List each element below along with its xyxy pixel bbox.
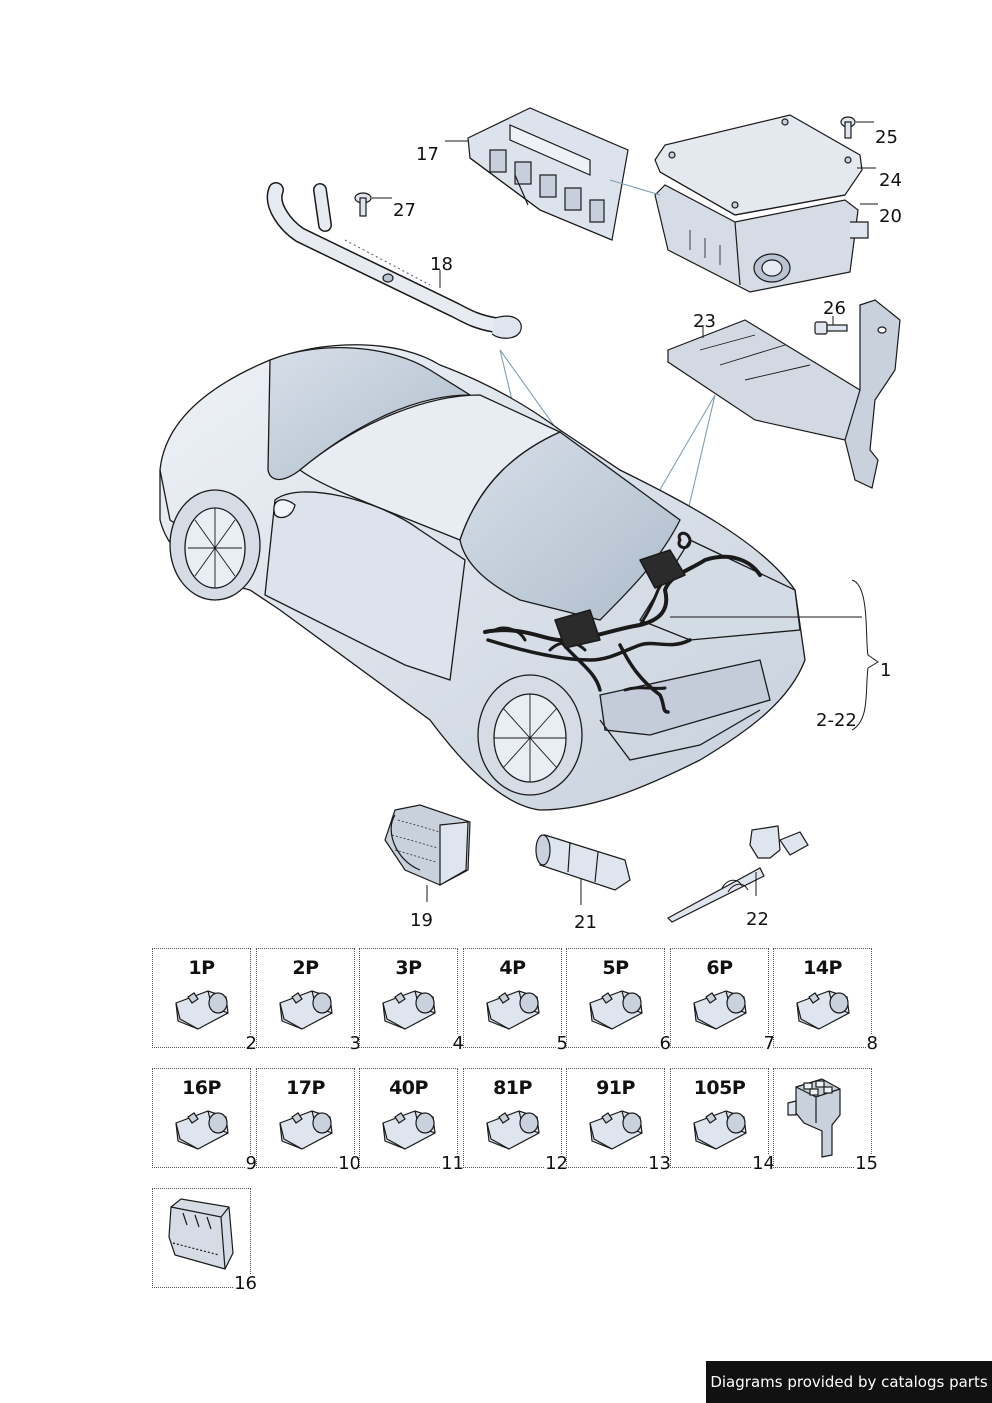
connector-callout-number: 6 — [658, 1033, 672, 1054]
callout-bracket — [670, 579, 879, 731]
vehicle-outline — [159, 344, 806, 811]
callout-20: 20 — [879, 206, 902, 227]
cable-tie-part-22 — [667, 825, 809, 923]
callout-27: 27 — [393, 200, 416, 221]
callout-22: 22 — [746, 909, 769, 930]
callout-18: 18 — [430, 254, 453, 275]
control-unit-housing-part-20 — [654, 184, 869, 293]
connector-callout-number: 10 — [337, 1153, 362, 1174]
screw-part-25 — [840, 116, 856, 139]
connector-pin-count: 3P — [395, 957, 422, 979]
air-duct-part-18 — [266, 182, 522, 339]
connector-cell: 4P 5 — [463, 948, 569, 1053]
connector-cell: 105P 14 — [670, 1068, 776, 1173]
connector-cell: 1P 2 — [152, 948, 258, 1053]
connector-pin-count: 17P — [286, 1077, 325, 1099]
grommet-part-19 — [384, 804, 471, 887]
connector-plug-icon — [589, 990, 643, 1030]
relay-block-icon — [787, 1078, 841, 1158]
relay-carrier-part-17 — [467, 107, 629, 241]
sleeve-part-21 — [535, 834, 631, 891]
connector-pin-count: 5P — [602, 957, 629, 979]
connector-callout-number: 13 — [647, 1153, 672, 1174]
bolt-part-26 — [814, 321, 848, 335]
connector-cell: 5P 6 — [566, 948, 672, 1053]
connector-cell: 16 — [152, 1188, 258, 1293]
callout-1: 1 — [880, 660, 892, 681]
connector-callout-number: 4 — [451, 1033, 465, 1054]
connector-pin-count: 6P — [706, 957, 733, 979]
callout-25: 25 — [875, 127, 898, 148]
callout-26: 26 — [823, 298, 846, 319]
connector-cell: 16P 9 — [152, 1068, 258, 1173]
callout-24: 24 — [879, 170, 902, 191]
connector-callout-number: 3 — [348, 1033, 362, 1054]
connector-pin-count: 2P — [292, 957, 319, 979]
connector-cell: 14P 8 — [773, 948, 879, 1053]
connector-cell: 3P 4 — [359, 948, 465, 1053]
connector-plug-icon — [382, 990, 436, 1030]
connector-cell: 15 — [773, 1068, 879, 1173]
connector-cell: 6P 7 — [670, 948, 776, 1053]
connector-callout-number: 5 — [555, 1033, 569, 1054]
connector-pin-count: 1P — [188, 957, 215, 979]
connector-housing-icon — [168, 1198, 234, 1270]
connector-cell: 81P 12 — [463, 1068, 569, 1173]
callout-19: 19 — [410, 910, 433, 931]
connector-callout-number: 2 — [244, 1033, 258, 1054]
connector-pin-count: 14P — [803, 957, 842, 979]
connector-plug-icon — [693, 1110, 747, 1150]
connector-plug-icon — [486, 990, 540, 1030]
connector-pin-count: 105P — [693, 1077, 746, 1099]
connector-cell: 40P 11 — [359, 1068, 465, 1173]
connector-plug-icon — [796, 990, 850, 1030]
connector-pin-count: 40P — [389, 1077, 428, 1099]
mounting-bracket-part-23 — [667, 299, 901, 489]
connector-callout-number: 14 — [751, 1153, 776, 1174]
footer-banner: Diagrams provided by catalogs parts — [706, 1361, 992, 1403]
connector-pin-count: 91P — [596, 1077, 635, 1099]
connector-plug-icon — [589, 1110, 643, 1150]
connector-cell: 17P 10 — [256, 1068, 362, 1173]
callout-23: 23 — [693, 311, 716, 332]
connector-plug-icon — [486, 1110, 540, 1150]
callout-21: 21 — [574, 912, 597, 933]
connector-plug-icon — [279, 1110, 333, 1150]
connector-callout-number: 15 — [854, 1153, 879, 1174]
connector-pin-count: 16P — [182, 1077, 221, 1099]
connector-plug-icon — [175, 1110, 229, 1150]
callout-2-22: 2-22 — [816, 710, 857, 731]
connector-plug-icon — [382, 1110, 436, 1150]
connector-callout-number: 11 — [440, 1153, 465, 1174]
wiring-harness-part-1 — [483, 531, 762, 714]
connector-callout-number: 9 — [244, 1153, 258, 1174]
connector-pin-count: 81P — [493, 1077, 532, 1099]
connector-callout-number: 8 — [865, 1033, 879, 1054]
connector-callout-number: 16 — [233, 1273, 258, 1294]
control-unit-lid-part-24 — [654, 114, 863, 216]
connector-plug-icon — [279, 990, 333, 1030]
connector-pin-count: 4P — [499, 957, 526, 979]
connector-cell: 2P 3 — [256, 948, 362, 1053]
callout-17: 17 — [416, 144, 439, 165]
bolt-part-27 — [354, 192, 372, 217]
connector-callout-number: 12 — [544, 1153, 569, 1174]
connector-plug-icon — [175, 990, 229, 1030]
connector-cell: 91P 13 — [566, 1068, 672, 1173]
connector-callout-number: 7 — [762, 1033, 776, 1054]
connector-plug-icon — [693, 990, 747, 1030]
